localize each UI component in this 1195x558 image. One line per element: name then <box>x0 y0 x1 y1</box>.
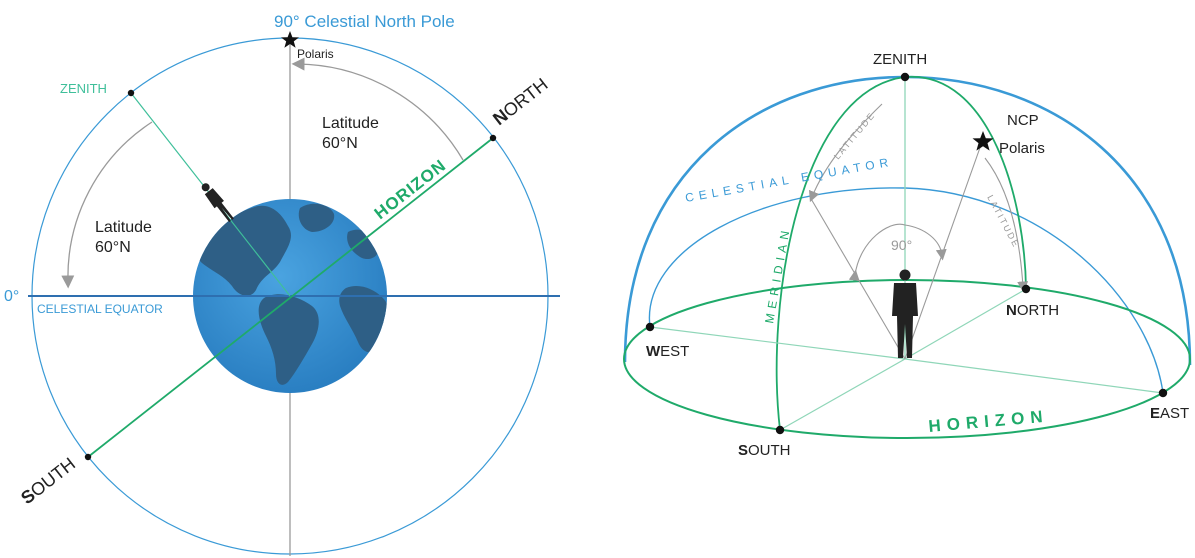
left-celestial-equator-label: CELESTIAL EQUATOR <box>37 302 163 316</box>
right-zenith-point <box>900 72 910 82</box>
ncp-star-icon <box>972 131 994 151</box>
right-horizon-label: HORIZON <box>928 407 1050 436</box>
left-north-point <box>489 134 497 142</box>
east-point <box>1158 388 1168 398</box>
ninety-degree-label: 90° <box>891 237 912 253</box>
left-north-label: NORTH <box>489 74 551 129</box>
right-south-label: SOUTH <box>738 442 791 459</box>
meridian-arc <box>775 76 1027 431</box>
right-latitude-label-line2: 60°N <box>322 135 358 152</box>
right-latitude-arc <box>291 57 464 161</box>
polaris-label: Polaris <box>297 47 334 61</box>
horizon-radial-lines <box>649 288 1164 431</box>
upper-latitude-label: LATITUDE <box>832 110 877 162</box>
left-diagram: 90° Celestial North Pole Polaris ZENITH … <box>4 12 560 556</box>
north-pole-label: 90° Celestial North Pole <box>274 12 455 31</box>
right-diagram: ZENITH NCP Polaris LATITUDE LATITUDE CEL… <box>623 51 1192 459</box>
polaris-star-icon <box>281 31 299 48</box>
ncp-label: NCP <box>1007 112 1039 129</box>
right-polaris-label: Polaris <box>999 140 1045 157</box>
upper-latitude-arc <box>808 103 883 203</box>
right-south-point <box>775 425 785 435</box>
right-latitude-label-line1: Latitude <box>322 115 379 132</box>
right-north-label: NORTH <box>1006 302 1059 319</box>
left-latitude-arc <box>61 121 153 289</box>
left-horizon-label: HORIZON <box>371 156 450 224</box>
right-latitude-label: LATITUDE <box>985 193 1021 250</box>
svg-text:SOUTH: SOUTH <box>17 454 79 509</box>
svg-text:EAST: EAST <box>1150 405 1189 422</box>
left-horizon-line <box>87 137 494 458</box>
ninety-degree-arc <box>848 223 947 282</box>
svg-text:WEST: WEST <box>646 343 689 360</box>
right-zenith-label: ZENITH <box>873 51 927 68</box>
left-person-icon <box>201 183 234 223</box>
meridian-label: MERIDIAN <box>762 225 793 325</box>
right-celestial-equator-label: CELESTIAL EQUATOR <box>684 155 894 205</box>
svg-text:NORTH: NORTH <box>489 74 551 129</box>
left-latitude-label-line2: 60°N <box>95 239 131 256</box>
right-latitude-arc-3d <box>984 157 1029 293</box>
right-person-icon <box>892 269 918 358</box>
svg-text:SOUTH: SOUTH <box>738 442 791 459</box>
zero-degree-label: 0° <box>4 288 19 305</box>
right-north-point <box>1021 284 1031 294</box>
svg-text:NORTH: NORTH <box>1006 302 1059 319</box>
east-label: EAST <box>1150 405 1189 422</box>
left-latitude-label-line1: Latitude <box>95 219 152 236</box>
left-south-point <box>84 453 92 461</box>
left-south-label: SOUTH <box>17 454 79 509</box>
west-point <box>645 322 655 332</box>
left-zenith-point <box>127 89 135 97</box>
left-zenith-label: ZENITH <box>60 81 107 96</box>
west-label: WEST <box>646 343 689 360</box>
